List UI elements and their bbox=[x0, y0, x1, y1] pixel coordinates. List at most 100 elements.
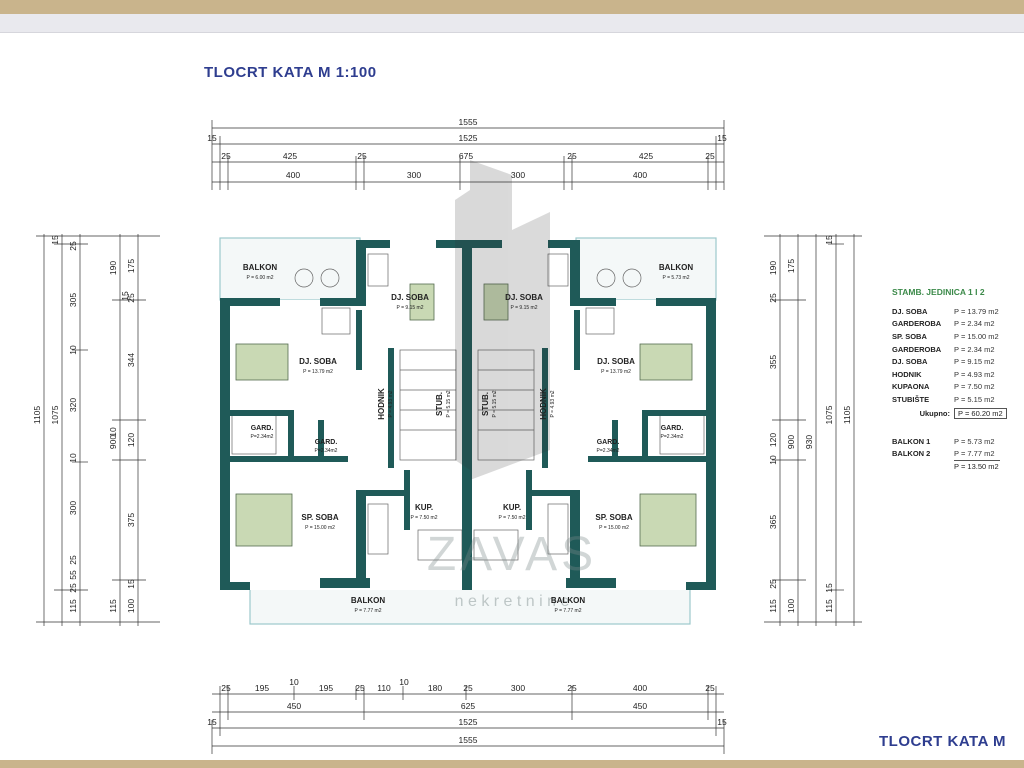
bottom-dim: 15 bbox=[207, 717, 217, 727]
room-area: P=2.34m2 bbox=[597, 448, 620, 454]
balcony-total-value: P = 13.50 m2 bbox=[954, 459, 1000, 471]
room-name: SP. SOBA bbox=[301, 513, 338, 522]
bottom-dimension-labels: 25 195 10 195 25 110 10 180 25 300 25 40… bbox=[207, 677, 727, 745]
left-dim: 175 bbox=[126, 259, 136, 273]
balcony-row-value: P = 5.73 m2 bbox=[954, 436, 995, 446]
area-row-value: P = 2.34 m2 bbox=[954, 344, 995, 354]
room-name: KUP. bbox=[503, 503, 521, 512]
room-name: DJ. SOBA bbox=[299, 357, 337, 366]
left-dim: 25 bbox=[68, 583, 78, 593]
bottom-dim: 25 bbox=[567, 683, 577, 693]
room-name: GARD. bbox=[315, 439, 338, 446]
room-area: P = 4.93 m2 bbox=[550, 390, 556, 417]
left-dim: 25 bbox=[126, 293, 136, 303]
top-dim: 425 bbox=[639, 151, 653, 161]
left-dim: 10 bbox=[108, 427, 118, 437]
area-row-value: P = 9.15 m2 bbox=[954, 357, 995, 367]
top-dim: 300 bbox=[407, 170, 421, 180]
top-dim: 1525 bbox=[459, 133, 478, 143]
left-dim: 55 bbox=[68, 570, 78, 580]
bottom-dim: 300 bbox=[511, 683, 525, 693]
left-dim: 320 bbox=[68, 398, 78, 412]
left-dim: 1075 bbox=[50, 405, 60, 424]
bottom-dim: 195 bbox=[255, 683, 269, 693]
area-row-name: DJ. SOBA bbox=[892, 357, 928, 367]
bottom-dim: 195 bbox=[319, 683, 333, 693]
plan-title-bottom: TLOCRT KATA M bbox=[879, 733, 1007, 750]
room-name: BALKON bbox=[551, 596, 585, 605]
bottom-dim: 15 bbox=[717, 717, 727, 727]
area-row: DJ. SOBA P = 9.15 m2 bbox=[892, 355, 1022, 368]
area-row-name: DJ. SOBA bbox=[892, 306, 928, 316]
right-dim: 15 bbox=[824, 583, 834, 593]
top-frame-border bbox=[0, 0, 1024, 14]
bottom-dim: 10 bbox=[289, 677, 299, 687]
room-area: P = 7.77 m2 bbox=[554, 608, 581, 614]
room-area: P = 13.79 m2 bbox=[601, 369, 631, 375]
room-area: P = 5.15 m2 bbox=[492, 390, 498, 417]
area-row-name: KUPAONA bbox=[892, 382, 930, 392]
area-row: DJ. SOBA P = 13.79 m2 bbox=[892, 305, 1022, 318]
left-dim: 15 bbox=[50, 235, 60, 245]
left-dim: 100 bbox=[126, 599, 136, 613]
top-dim: 25 bbox=[357, 151, 367, 161]
bottom-dim: 110 bbox=[377, 683, 391, 693]
bottom-dim: 25 bbox=[355, 683, 365, 693]
left-dim: 15 bbox=[126, 579, 136, 589]
room-area: P = 13.79 m2 bbox=[303, 369, 333, 375]
left-dim: 25 bbox=[68, 241, 78, 251]
room-name: GARD. bbox=[251, 425, 274, 432]
left-dim: 120 bbox=[126, 433, 136, 447]
right-dimension-labels: 190 175 25 355 10 120 365 25 115 100 900… bbox=[768, 235, 852, 613]
right-dim: 115 bbox=[768, 599, 778, 613]
area-row-value: P = 13.79 m2 bbox=[954, 306, 999, 316]
room-area: P = 5.15 m2 bbox=[446, 390, 452, 417]
room-name: BALKON bbox=[243, 263, 277, 272]
right-dim: 120 bbox=[768, 433, 778, 447]
room-area: P = 15.00 m2 bbox=[305, 525, 335, 531]
walls bbox=[220, 240, 716, 590]
room-name: STUB. bbox=[481, 392, 490, 416]
top-dim: 675 bbox=[459, 151, 473, 161]
left-dim: 900 bbox=[108, 435, 118, 449]
area-row-name: STUBIŠTE bbox=[892, 394, 930, 404]
left-dim: 115 bbox=[68, 599, 78, 613]
bottom-dim: 625 bbox=[461, 701, 475, 711]
right-dim: 25 bbox=[768, 293, 778, 303]
top-dim: 15 bbox=[207, 133, 217, 143]
bottom-dim: 25 bbox=[463, 683, 473, 693]
room-name: HODNIK bbox=[539, 388, 548, 420]
right-dim: 115 bbox=[824, 599, 834, 613]
room-name: GARD. bbox=[661, 425, 684, 432]
room-area: P = 7.50 m2 bbox=[410, 515, 437, 521]
room-name: KUP. bbox=[415, 503, 433, 512]
left-dim: 25 bbox=[68, 555, 78, 565]
top-dim: 400 bbox=[286, 170, 300, 180]
bottom-dim: 25 bbox=[221, 683, 231, 693]
room-name: DJ. SOBA bbox=[597, 357, 635, 366]
balcony-row-name: BALKON 1 bbox=[892, 436, 931, 446]
area-row-name: HODNIK bbox=[892, 369, 922, 379]
left-dim: 115 bbox=[108, 599, 118, 613]
room-area: P = 9.15 m2 bbox=[396, 305, 423, 311]
area-row-value: P = 2.34 m2 bbox=[954, 319, 995, 329]
right-dim: 100 bbox=[786, 599, 796, 613]
right-dim: 25 bbox=[768, 579, 778, 589]
right-dim: 15 bbox=[824, 235, 834, 245]
left-dim: 344 bbox=[126, 353, 136, 367]
bottom-dim: 10 bbox=[399, 677, 409, 687]
area-row-value: P = 4.93 m2 bbox=[954, 369, 995, 379]
bottom-dim: 450 bbox=[633, 701, 647, 711]
area-row-value: P = 15.00 m2 bbox=[954, 331, 999, 341]
bottom-frame-border bbox=[0, 760, 1024, 768]
bottom-dim: 400 bbox=[633, 683, 647, 693]
room-name: DJ. SOBA bbox=[391, 293, 429, 302]
left-dim: 305 bbox=[68, 293, 78, 307]
bottom-dim: 450 bbox=[287, 701, 301, 711]
room-name: HODNIK bbox=[377, 388, 386, 420]
